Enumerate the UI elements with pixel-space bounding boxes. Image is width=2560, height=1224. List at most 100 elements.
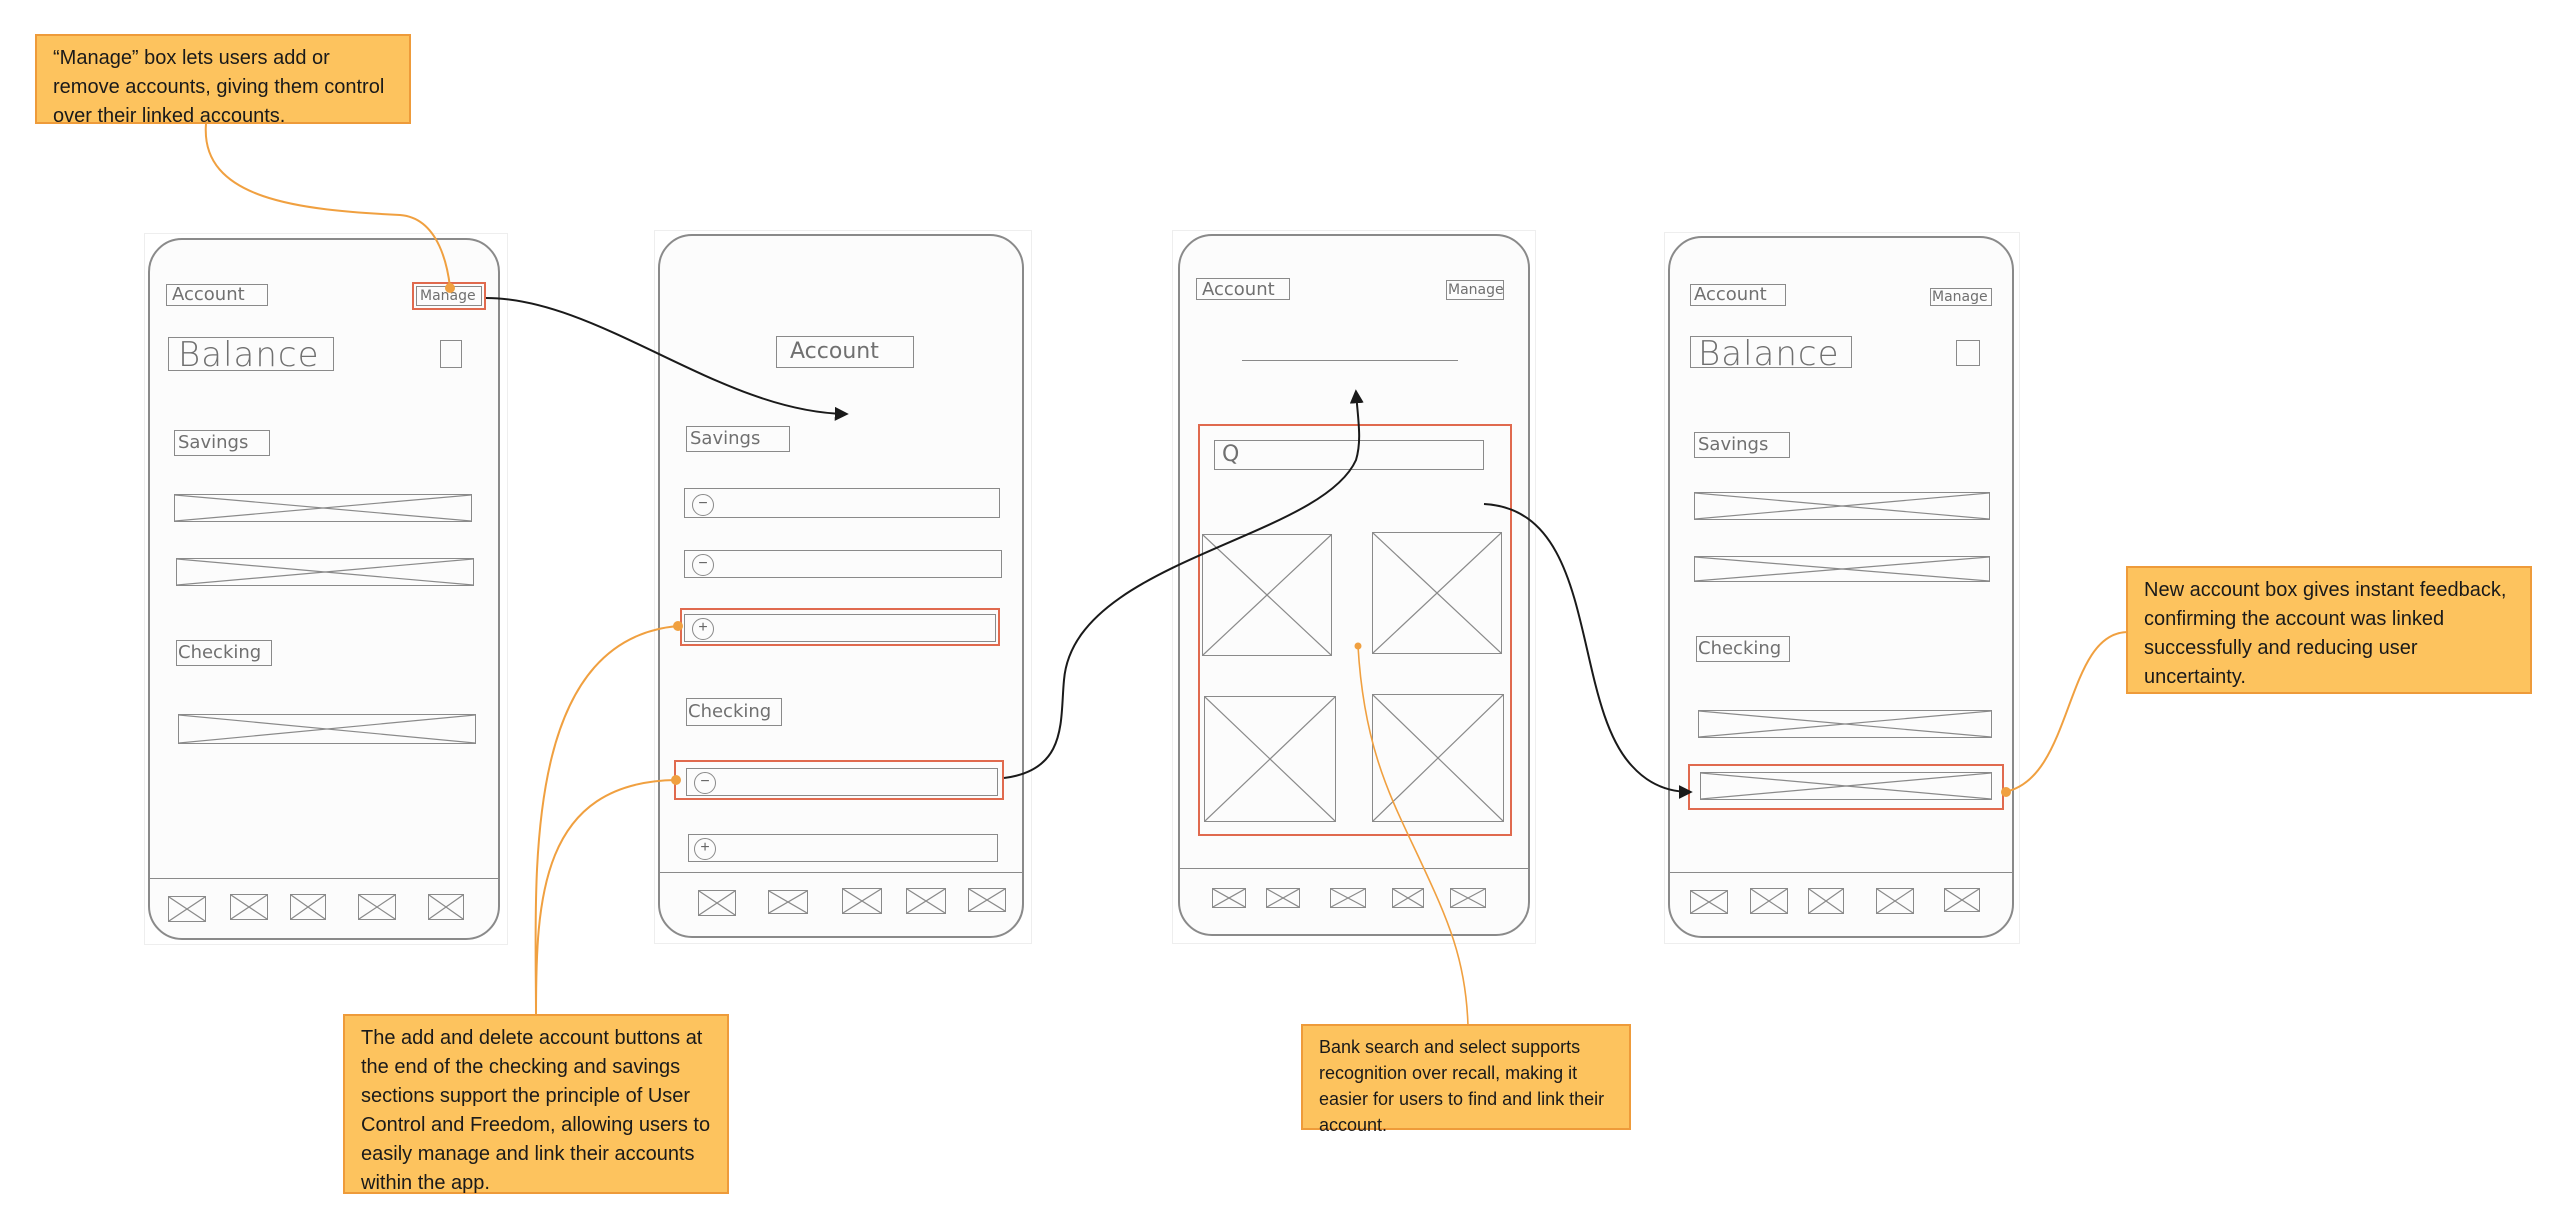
nav-icon[interactable] bbox=[1330, 888, 1366, 908]
sketch-frame-1 bbox=[144, 233, 508, 945]
manage-label: Manage bbox=[1448, 282, 1504, 298]
wireframe-screen-bank-search bbox=[1178, 234, 1530, 936]
balance-label-box bbox=[1690, 336, 1852, 368]
nav-icon[interactable] bbox=[1750, 888, 1788, 914]
add-checking-account-row[interactable] bbox=[688, 834, 998, 862]
menu-icon[interactable] bbox=[440, 340, 462, 368]
connector-dot bbox=[1354, 642, 1362, 650]
manage-button[interactable] bbox=[1930, 288, 1992, 306]
balance-label: Balance bbox=[178, 335, 320, 375]
connector-dot bbox=[671, 775, 681, 785]
account-label: Account bbox=[1202, 279, 1275, 300]
connector-dot bbox=[673, 621, 683, 631]
sketch-frame-3 bbox=[1172, 230, 1536, 944]
flow-arrow-bank-to-new-account bbox=[1483, 503, 1693, 799]
balance-label-box bbox=[168, 337, 334, 371]
add-savings-account-row[interactable] bbox=[684, 614, 996, 642]
connector-dot bbox=[2001, 787, 2011, 797]
connector-dot bbox=[445, 283, 455, 293]
savings-label-box bbox=[174, 430, 270, 456]
nav-icon[interactable] bbox=[428, 894, 464, 920]
checking-account-placeholder[interactable] bbox=[1698, 710, 1992, 738]
checking-label: Checking bbox=[178, 642, 262, 663]
delete-account-icon[interactable]: − bbox=[692, 494, 714, 516]
account-label: Account bbox=[1694, 284, 1767, 305]
checking-label-box bbox=[176, 640, 272, 666]
add-account-icon[interactable]: + bbox=[694, 838, 716, 860]
nav-icon[interactable] bbox=[768, 890, 808, 914]
checking-label-box bbox=[686, 698, 782, 726]
annotation-new-account: New account box gives instant feedback, … bbox=[2126, 566, 2532, 694]
balance-label: Balance bbox=[1698, 334, 1840, 374]
nav-icon[interactable] bbox=[968, 888, 1006, 912]
account-title-box bbox=[776, 336, 914, 368]
nav-icon[interactable] bbox=[1450, 888, 1486, 908]
savings-account-row[interactable] bbox=[684, 550, 1002, 578]
annotation-add-delete-buttons: The add and delete account buttons at th… bbox=[343, 1014, 729, 1194]
menu-icon[interactable] bbox=[1956, 340, 1980, 366]
bank-logo-placeholder[interactable] bbox=[1202, 534, 1332, 656]
savings-label: Savings bbox=[690, 428, 761, 449]
flow-arrow-delete-to-bank-search bbox=[1003, 389, 1364, 779]
annotation-bank-search: Bank search and select supports recognit… bbox=[1301, 1024, 1631, 1135]
title-underline bbox=[1242, 360, 1458, 361]
search-icon: Q bbox=[1222, 442, 1240, 467]
checking-label: Checking bbox=[1698, 638, 1782, 659]
nav-icon[interactable] bbox=[698, 890, 736, 916]
connector-manage-note bbox=[204, 123, 451, 288]
savings-account-placeholder[interactable] bbox=[1694, 556, 1990, 582]
account-title: Account bbox=[790, 339, 879, 364]
nav-icon[interactable] bbox=[168, 896, 206, 922]
nav-icon[interactable] bbox=[1876, 888, 1914, 914]
savings-account-placeholder[interactable] bbox=[174, 494, 472, 522]
connector-add-delete-note-2 bbox=[535, 779, 677, 1015]
nav-icon[interactable] bbox=[290, 894, 326, 920]
bank-logo-placeholder[interactable] bbox=[1372, 694, 1504, 822]
bank-search-highlight bbox=[1198, 424, 1512, 836]
savings-account-placeholder[interactable] bbox=[176, 558, 474, 586]
connector-new-account-note bbox=[2003, 631, 2129, 793]
connector-bank-search-note bbox=[1357, 645, 1469, 1027]
new-account-placeholder[interactable] bbox=[1700, 772, 1992, 800]
nav-icon[interactable] bbox=[1808, 888, 1844, 914]
account-label-box bbox=[166, 284, 268, 306]
checking-account-row[interactable] bbox=[686, 768, 998, 796]
savings-label-box bbox=[1694, 432, 1790, 458]
wireframe-screen-account-overview bbox=[148, 238, 500, 940]
checking-label-box bbox=[1696, 636, 1790, 662]
delete-account-icon[interactable]: − bbox=[692, 554, 714, 576]
nav-icon[interactable] bbox=[1690, 890, 1728, 914]
wireframe-screen-manage-accounts bbox=[658, 234, 1024, 938]
savings-label: Savings bbox=[178, 432, 249, 453]
bottom-nav-bar bbox=[660, 872, 1022, 873]
manage-label: Manage bbox=[420, 288, 476, 304]
nav-icon[interactable] bbox=[906, 888, 946, 914]
manage-button[interactable] bbox=[1446, 280, 1504, 300]
nav-icon[interactable] bbox=[1266, 888, 1300, 908]
checking-account-placeholder[interactable] bbox=[178, 714, 476, 744]
account-label-box bbox=[1690, 284, 1786, 306]
account-label: Account bbox=[172, 284, 245, 305]
bank-logo-placeholder[interactable] bbox=[1204, 696, 1336, 822]
delete-account-icon[interactable]: − bbox=[694, 772, 716, 794]
bank-search-input[interactable] bbox=[1214, 440, 1484, 470]
nav-icon[interactable] bbox=[1392, 888, 1424, 908]
savings-account-placeholder[interactable] bbox=[1694, 492, 1990, 520]
nav-icon[interactable] bbox=[358, 894, 396, 920]
manage-label: Manage bbox=[1932, 289, 1988, 305]
flow-arrow-manage-to-screen2 bbox=[485, 297, 849, 421]
connector-add-delete-note-1 bbox=[534, 625, 679, 1015]
savings-account-row[interactable] bbox=[684, 488, 1000, 518]
annotation-manage-box: “Manage” box lets users add or remove ac… bbox=[35, 34, 411, 127]
bottom-nav-bar bbox=[1180, 868, 1528, 869]
nav-icon[interactable] bbox=[230, 894, 268, 920]
nav-icon[interactable] bbox=[1212, 888, 1246, 908]
checking-label: Checking bbox=[688, 701, 772, 722]
account-label-box bbox=[1196, 278, 1290, 300]
nav-icon[interactable] bbox=[1944, 888, 1980, 912]
savings-label-box bbox=[686, 426, 790, 452]
bank-logo-placeholder[interactable] bbox=[1372, 532, 1502, 654]
nav-icon[interactable] bbox=[842, 888, 882, 914]
add-account-icon[interactable]: + bbox=[692, 618, 714, 640]
